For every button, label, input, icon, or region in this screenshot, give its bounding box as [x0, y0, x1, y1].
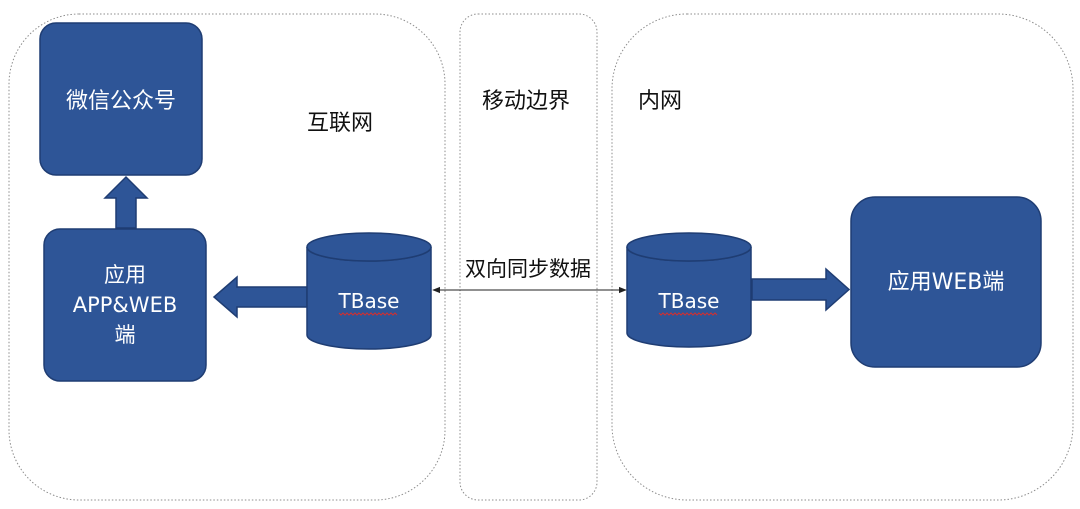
wechat-account-label: 微信公众号 — [66, 89, 176, 114]
tbase-left-label: TBase — [338, 289, 400, 313]
tbase-right-label: TBase — [658, 289, 720, 313]
tbase-left-spellcheck-underline — [338, 312, 398, 316]
sync-label: 双向同步数据 — [465, 257, 591, 281]
web-app-block — [850, 196, 1042, 368]
app-web-label-line2: APP&WEB — [73, 293, 178, 317]
tbase-right-cylinder — [626, 232, 752, 348]
app-web-label-line1: 应用 — [104, 263, 146, 287]
wechat-account-block — [39, 22, 203, 176]
boundary-zone — [459, 13, 598, 501]
up-arrow — [103, 175, 149, 229]
tbase-right-spellcheck-underline — [658, 312, 718, 316]
app-web-label-line3: 端 — [115, 323, 136, 347]
right-arrow — [751, 267, 851, 312]
tbase-left-cylinder — [306, 232, 432, 350]
intranet-zone — [611, 13, 1074, 501]
left-arrow — [212, 275, 308, 319]
web-app-label: 应用WEB端 — [888, 270, 1005, 295]
boundary-zone-label: 移动边界 — [482, 89, 570, 114]
internet-zone-label: 互联网 — [307, 111, 373, 136]
app-web-block — [43, 228, 207, 382]
intranet-zone-label: 内网 — [638, 89, 682, 114]
